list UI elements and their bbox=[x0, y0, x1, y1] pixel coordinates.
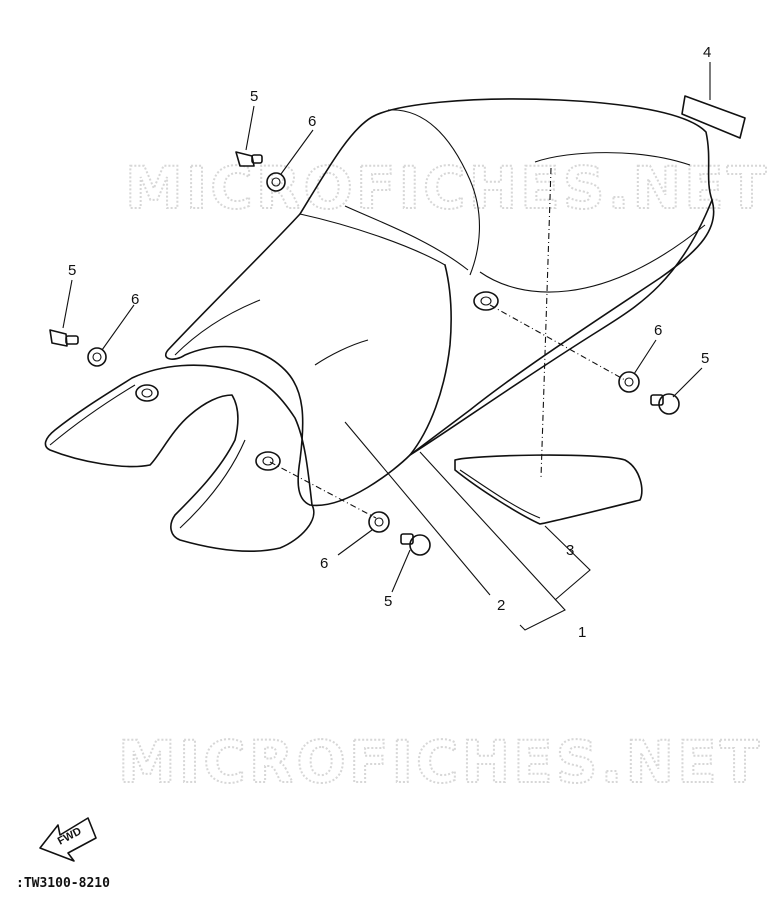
callout-6c: 6 bbox=[654, 322, 662, 339]
callout-3: 3 bbox=[566, 542, 574, 559]
forward-arrow-label: FWD bbox=[56, 825, 84, 847]
callout-2: 2 bbox=[497, 597, 505, 614]
grommet-part-6-c bbox=[618, 371, 640, 393]
seat-rear-hump bbox=[299, 98, 715, 456]
seat-pad-part-3 bbox=[454, 454, 643, 525]
seat-assembly bbox=[44, 98, 715, 553]
callout-5c: 5 bbox=[701, 350, 709, 367]
callout-1: 1 bbox=[578, 624, 586, 641]
bolt-part-5-b bbox=[49, 329, 79, 347]
bolt-part-5-d bbox=[400, 533, 431, 556]
forward-arrow-icon: FWD bbox=[39, 817, 97, 862]
callout-6a: 6 bbox=[308, 113, 316, 130]
watermark-bottom: MICROFICHES.NET bbox=[118, 728, 762, 796]
emblem-part-4 bbox=[681, 62, 746, 139]
bolt-part-5-c bbox=[650, 393, 680, 415]
grommet-part-6-b bbox=[87, 347, 107, 367]
seat-front-body bbox=[165, 213, 452, 507]
bolt-part-5-a bbox=[235, 151, 263, 167]
mount-hole-front-right bbox=[255, 451, 281, 471]
diagram-code: :TW3100-8210 bbox=[16, 876, 110, 891]
callout-4: 4 bbox=[703, 44, 711, 61]
mount-hole-front-left bbox=[135, 384, 159, 402]
callout-5a: 5 bbox=[250, 88, 258, 105]
callout-5d: 5 bbox=[384, 593, 392, 610]
seat-base-pan bbox=[44, 364, 315, 553]
callout-6d: 6 bbox=[320, 555, 328, 572]
leader-lines bbox=[62, 105, 703, 631]
callout-6b: 6 bbox=[131, 291, 139, 308]
watermark-top: MICROFICHES.NET bbox=[125, 154, 769, 222]
callout-5b: 5 bbox=[68, 262, 76, 279]
mount-hole-rear bbox=[473, 291, 499, 311]
grommet-part-6-a bbox=[266, 172, 286, 192]
grommet-part-6-d bbox=[368, 511, 390, 533]
